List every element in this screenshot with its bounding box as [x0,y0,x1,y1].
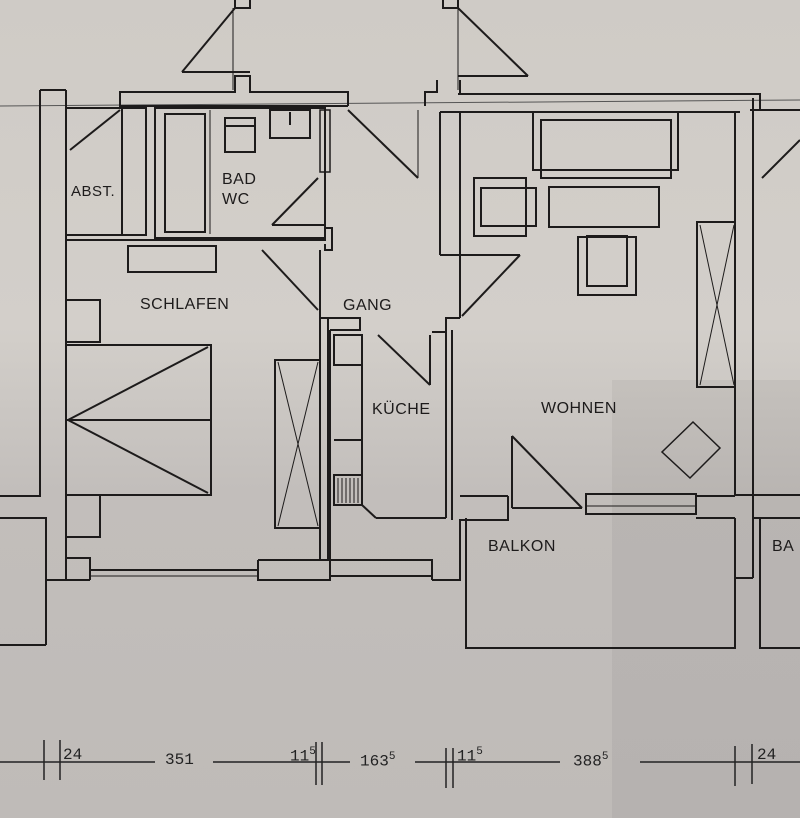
room-label-schlafen: SCHLAFEN [140,296,230,313]
room-label-wohnen: WOHNEN [541,400,617,417]
top-door-right [442,0,529,90]
room-label-balkon: BALKON [488,538,556,555]
dimension-351: 351 [165,751,194,769]
paper-fold-shadow [612,380,800,818]
dimension-388-5: 3885 [573,751,609,771]
room-label-gang: GANG [343,297,393,314]
dimension-163-5: 1635 [360,751,396,771]
dimension-11-5-left: 115 [290,746,316,766]
room-label-wc: WC [222,191,250,208]
room-label-balkon-next: BA [772,538,795,555]
room-label-kueche: KÜCHE [372,401,431,418]
dimension-11-5-right: 115 [457,746,483,766]
dimension-line [0,740,800,788]
top-door-left [181,0,251,90]
room-label-bad: BAD [222,171,257,188]
dimension-24-right: 24 [757,746,777,764]
room-label-abst: ABST. [71,183,116,200]
dimension-24-left: 24 [63,746,83,764]
